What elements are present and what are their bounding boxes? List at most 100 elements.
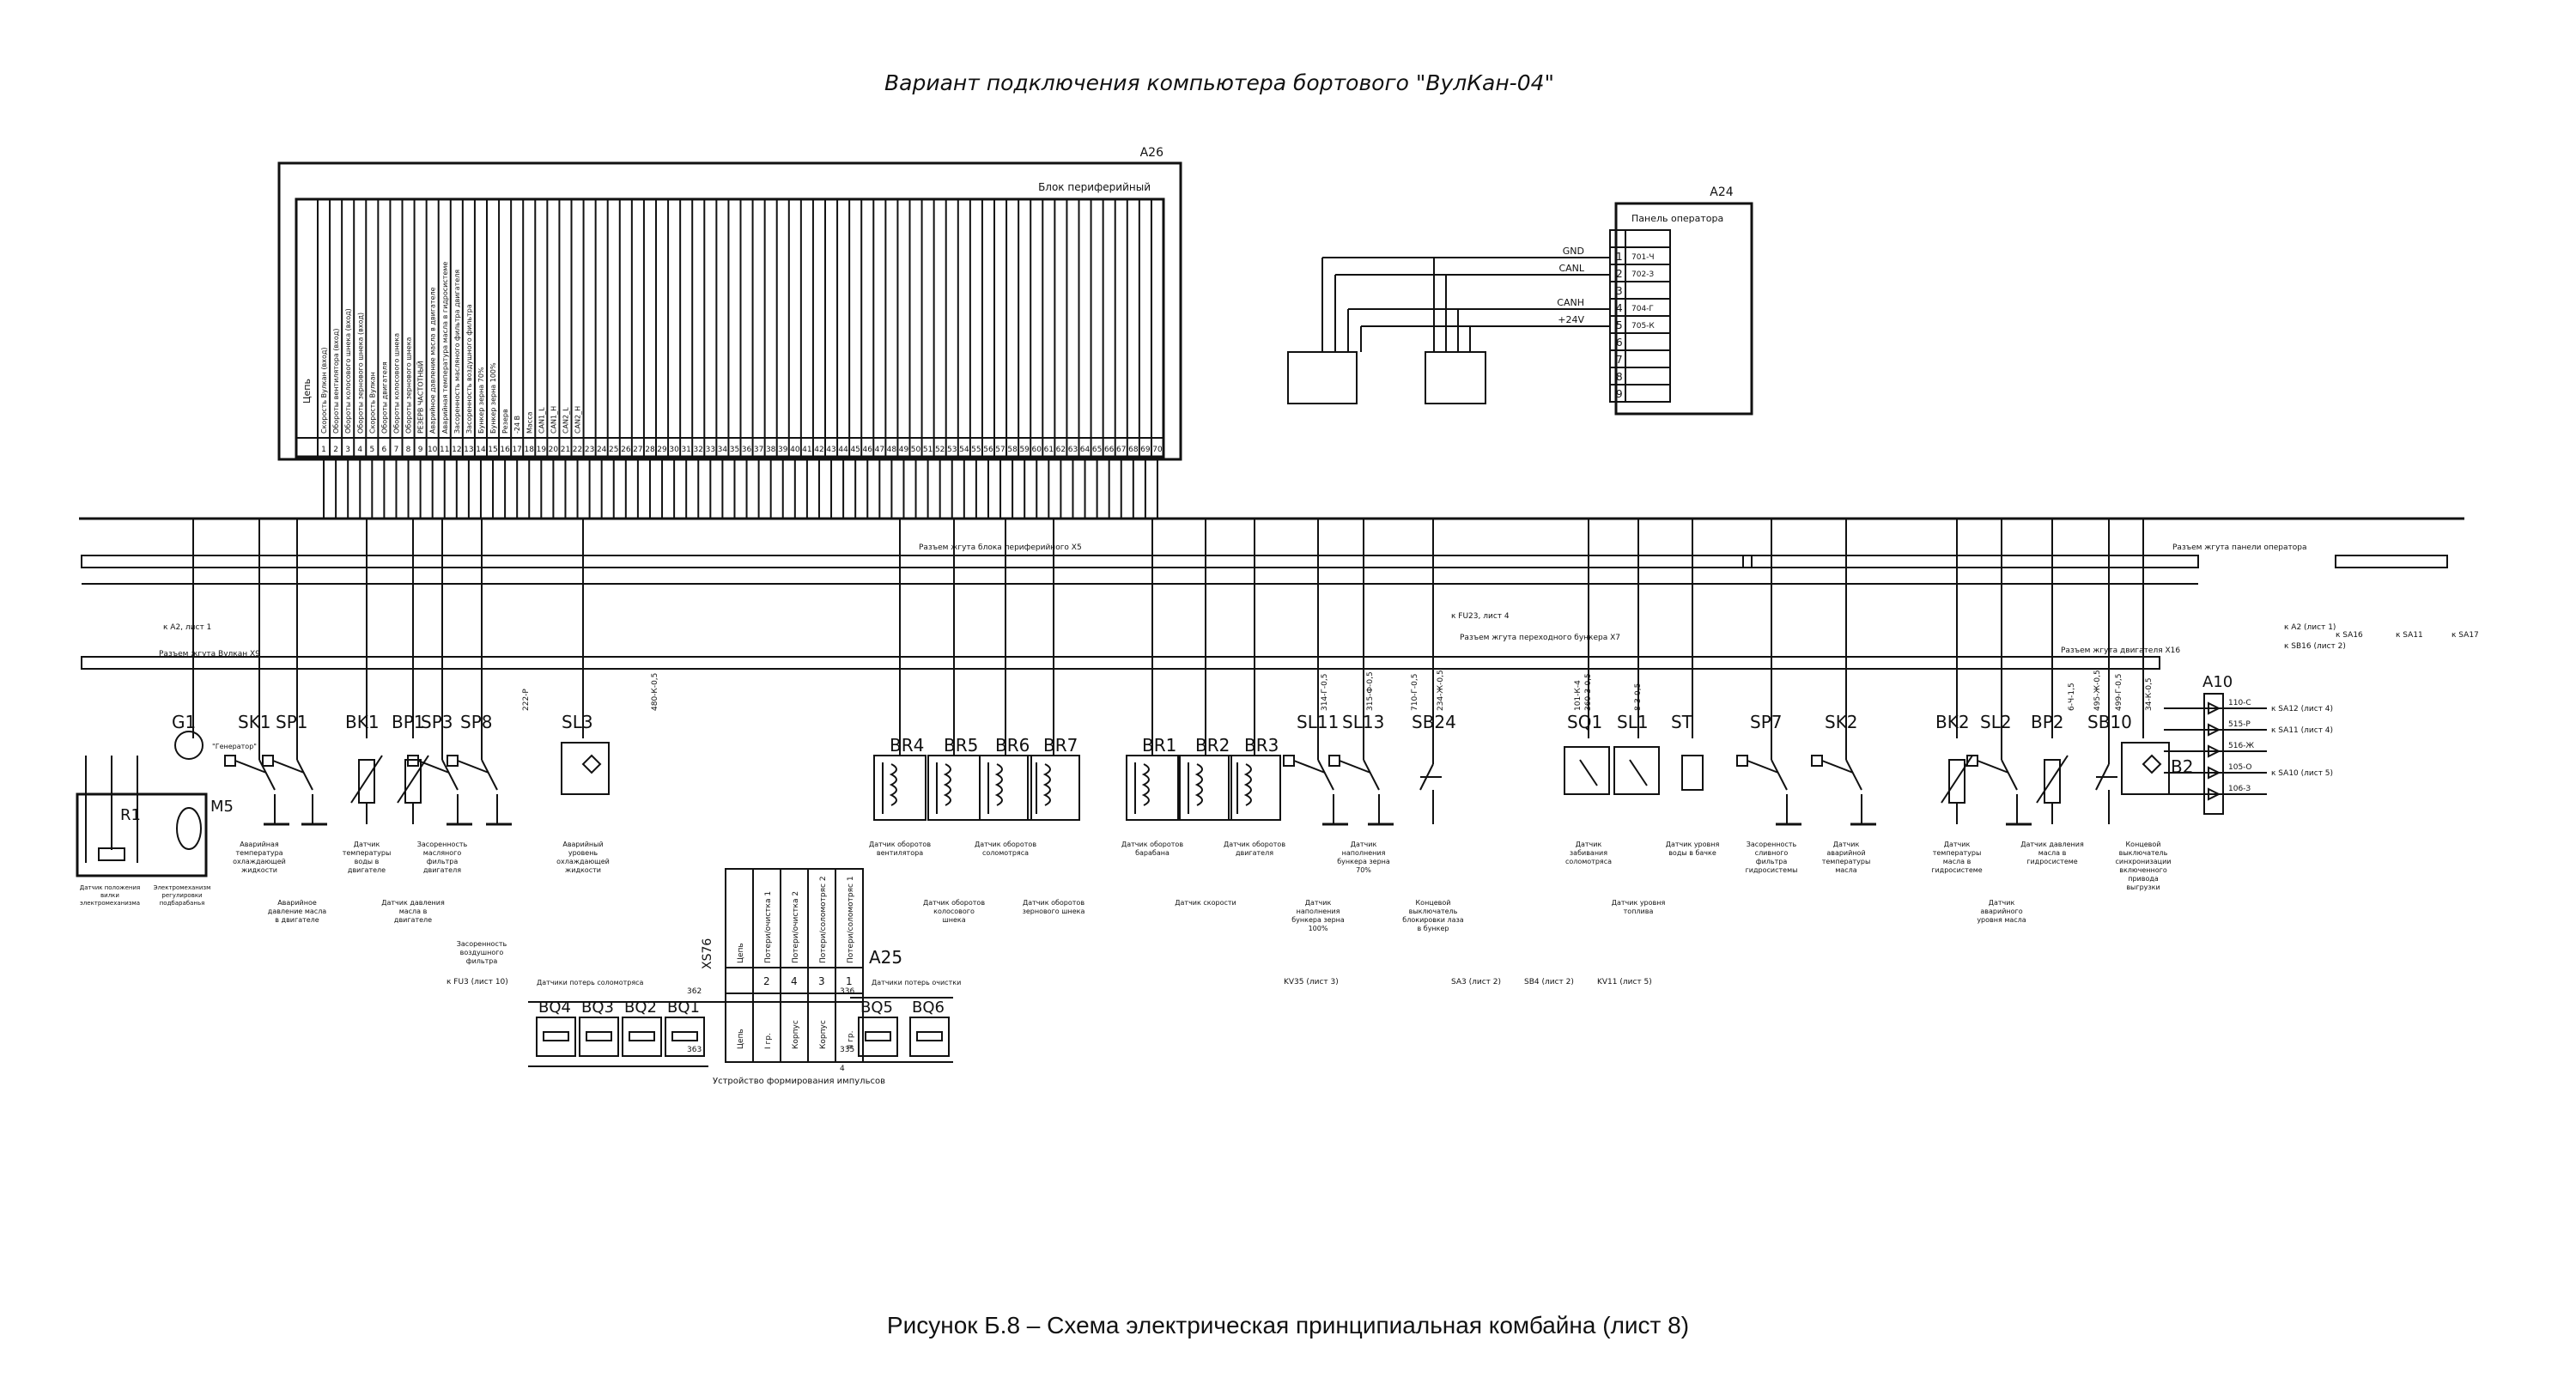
pin-number: 36 xyxy=(742,446,752,454)
diode-icon xyxy=(2208,744,2221,758)
pin-number: 59 xyxy=(1019,446,1030,454)
caption-line: воды в бачке xyxy=(1668,849,1716,857)
a25-signal: Потери/очистка 1 xyxy=(764,891,773,963)
component-ref: G1 xyxy=(172,712,196,732)
component-ref: BP1 xyxy=(392,712,425,732)
generator-icon xyxy=(174,731,204,760)
a24-wire: 702-З xyxy=(1631,270,1654,279)
caption-line: Датчик xyxy=(1351,841,1377,848)
caption-line: Аварийный xyxy=(562,841,603,848)
pin-number: 20 xyxy=(549,446,559,454)
connector-strip-top xyxy=(81,555,1753,568)
caption-line: Засоренность xyxy=(457,940,507,948)
wire xyxy=(1821,760,1854,774)
pin-number: 55 xyxy=(971,446,981,454)
component-g1: G1"Генератор" xyxy=(172,519,257,760)
connector-x-operator xyxy=(1287,351,1358,404)
pin-number: 48 xyxy=(887,446,897,454)
caption-line: гидросистеме xyxy=(1931,866,1983,874)
wire-label: 34-К-0,5 xyxy=(2145,677,2154,711)
a25-bottom: I гр. xyxy=(764,1033,773,1049)
connector-strip-bottom xyxy=(81,656,2160,670)
a25-bottom: II гр. xyxy=(847,1031,855,1049)
component-ref: BR1 xyxy=(1142,735,1176,756)
a10-ref: A10 xyxy=(2202,673,2233,691)
pin-number: 65 xyxy=(1092,446,1102,454)
caption-line: Аварийная xyxy=(240,841,279,848)
caption-line: Датчик xyxy=(354,841,380,848)
caption-line: уровня масла xyxy=(1977,916,2026,924)
pin-number: 51 xyxy=(923,446,933,454)
pin-number: 6 xyxy=(382,446,387,454)
caption-line: температуры xyxy=(343,849,392,857)
can-line-label: CANL xyxy=(1558,263,1584,274)
connector-note: Разъем жгута Вулкан X9 xyxy=(159,650,260,659)
pin-signal: Резерв xyxy=(501,409,509,434)
resistor-icon xyxy=(2044,759,2061,804)
pin-number: 10 xyxy=(428,446,438,454)
connector-strip-sa xyxy=(2335,555,2448,568)
sensor-mark-icon xyxy=(447,755,459,767)
piezo-icon xyxy=(865,1031,891,1041)
a25-signal: Потери/очистка 2 xyxy=(792,891,800,963)
caption-line: в двигателе xyxy=(275,916,319,924)
caption-line: температура xyxy=(235,849,283,857)
caption-line: Засоренность xyxy=(417,841,468,848)
wire xyxy=(1363,759,1380,791)
circuit-header: Цепь xyxy=(301,379,313,404)
wire-label: 495-Ж-0,5 xyxy=(2093,670,2102,711)
wire-label: 6-Ч-1,5 xyxy=(2068,683,2076,711)
caption-line: масла в xyxy=(1943,858,1971,865)
a26-frame xyxy=(277,161,1182,461)
offpage-ref: к FU3 (лист 10) xyxy=(447,978,508,986)
caption-line: в бункер xyxy=(1418,925,1449,932)
a24-wire: 704-Г xyxy=(1631,305,1654,313)
pin-signal: Скорость Вулкан xyxy=(368,372,376,434)
caption-line: забивания xyxy=(1570,849,1607,857)
pin-signal: Засоренность масляного фильтра двигателя xyxy=(453,270,461,434)
pin-number: 58 xyxy=(1007,446,1018,454)
component-ref: B2 xyxy=(2171,756,2193,777)
pin-number: 61 xyxy=(1044,446,1054,454)
pin-signal: Обороты колосового шнека (вход) xyxy=(344,308,352,434)
caption-line: температуры xyxy=(1933,849,1982,857)
piezo-icon xyxy=(671,1031,698,1041)
offpage-ref: к SA11 xyxy=(2396,631,2423,640)
caption-line: двигателя xyxy=(1236,849,1273,857)
bq-sensor-bq2 xyxy=(622,1017,662,1057)
caption-line: Датчик xyxy=(1944,841,1971,848)
bq-ref: BQ1 xyxy=(667,999,700,1017)
a24-pin: 2 xyxy=(1616,268,1623,280)
a10-dest: к SA11 (лист 4) xyxy=(2271,726,2333,735)
piezo-icon xyxy=(629,1031,655,1041)
caption-line: воды в xyxy=(355,858,380,865)
caption-line: вилки xyxy=(100,892,119,899)
wire xyxy=(234,760,267,774)
thermal-sensor-icon xyxy=(1681,755,1704,791)
pin-number: 49 xyxy=(899,446,909,454)
a25-bottom: Корпус xyxy=(819,1020,828,1049)
caption-line: Датчик xyxy=(1576,841,1602,848)
pin-number: 7 xyxy=(394,446,399,454)
pin-number: 63 xyxy=(1068,446,1078,454)
caption-line: жидкости xyxy=(241,866,277,874)
caption-line: блокировки лаза xyxy=(1402,916,1464,924)
a24-wire: 705-К xyxy=(1631,322,1655,331)
component-ref: SP1 xyxy=(276,712,307,732)
